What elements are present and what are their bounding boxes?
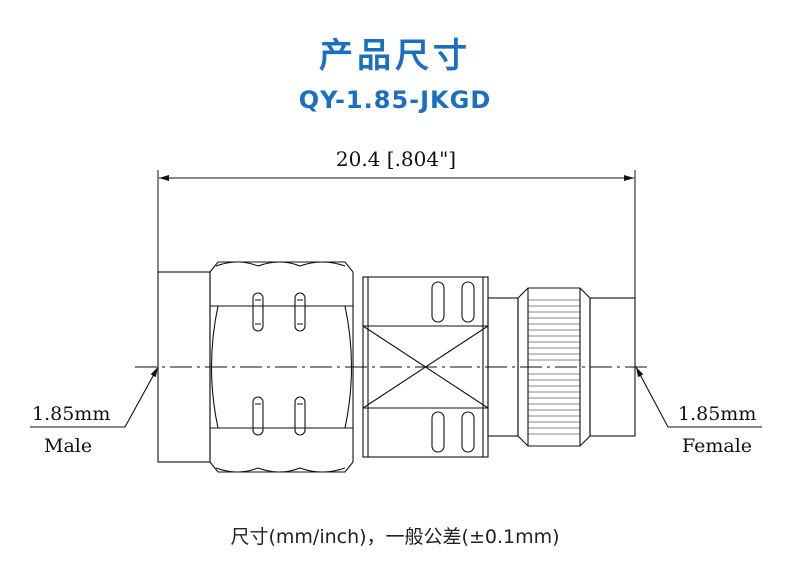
flat-slot bbox=[431, 411, 445, 453]
flat-slot bbox=[461, 411, 475, 453]
right-leader bbox=[635, 366, 762, 428]
coupling-nut bbox=[209, 261, 354, 473]
male-size-label: 1.85mm bbox=[32, 403, 110, 425]
overall-dimension bbox=[157, 170, 636, 298]
female-size-label: 1.85mm bbox=[678, 403, 756, 425]
flat-slot bbox=[431, 281, 445, 323]
left-leader bbox=[30, 366, 159, 428]
female-gender-label: Female bbox=[682, 435, 752, 457]
knurl-slot bbox=[252, 292, 264, 332]
tolerance-note: 尺寸(mm/inch)，一般公差(±0.1mm) bbox=[230, 526, 560, 548]
knurl-slot bbox=[294, 396, 306, 436]
overall-length-label: 20.4 [.804"] bbox=[336, 147, 456, 171]
adapter-body bbox=[362, 276, 489, 458]
model-number: QY-1.85-JKGD bbox=[298, 86, 492, 114]
knurl-slot bbox=[252, 396, 264, 436]
flat-slot bbox=[461, 281, 475, 323]
female-jack bbox=[487, 287, 636, 447]
page-title: 产品尺寸 bbox=[319, 36, 471, 76]
knurl-slot bbox=[294, 292, 306, 332]
male-gender-label: Male bbox=[44, 435, 92, 457]
